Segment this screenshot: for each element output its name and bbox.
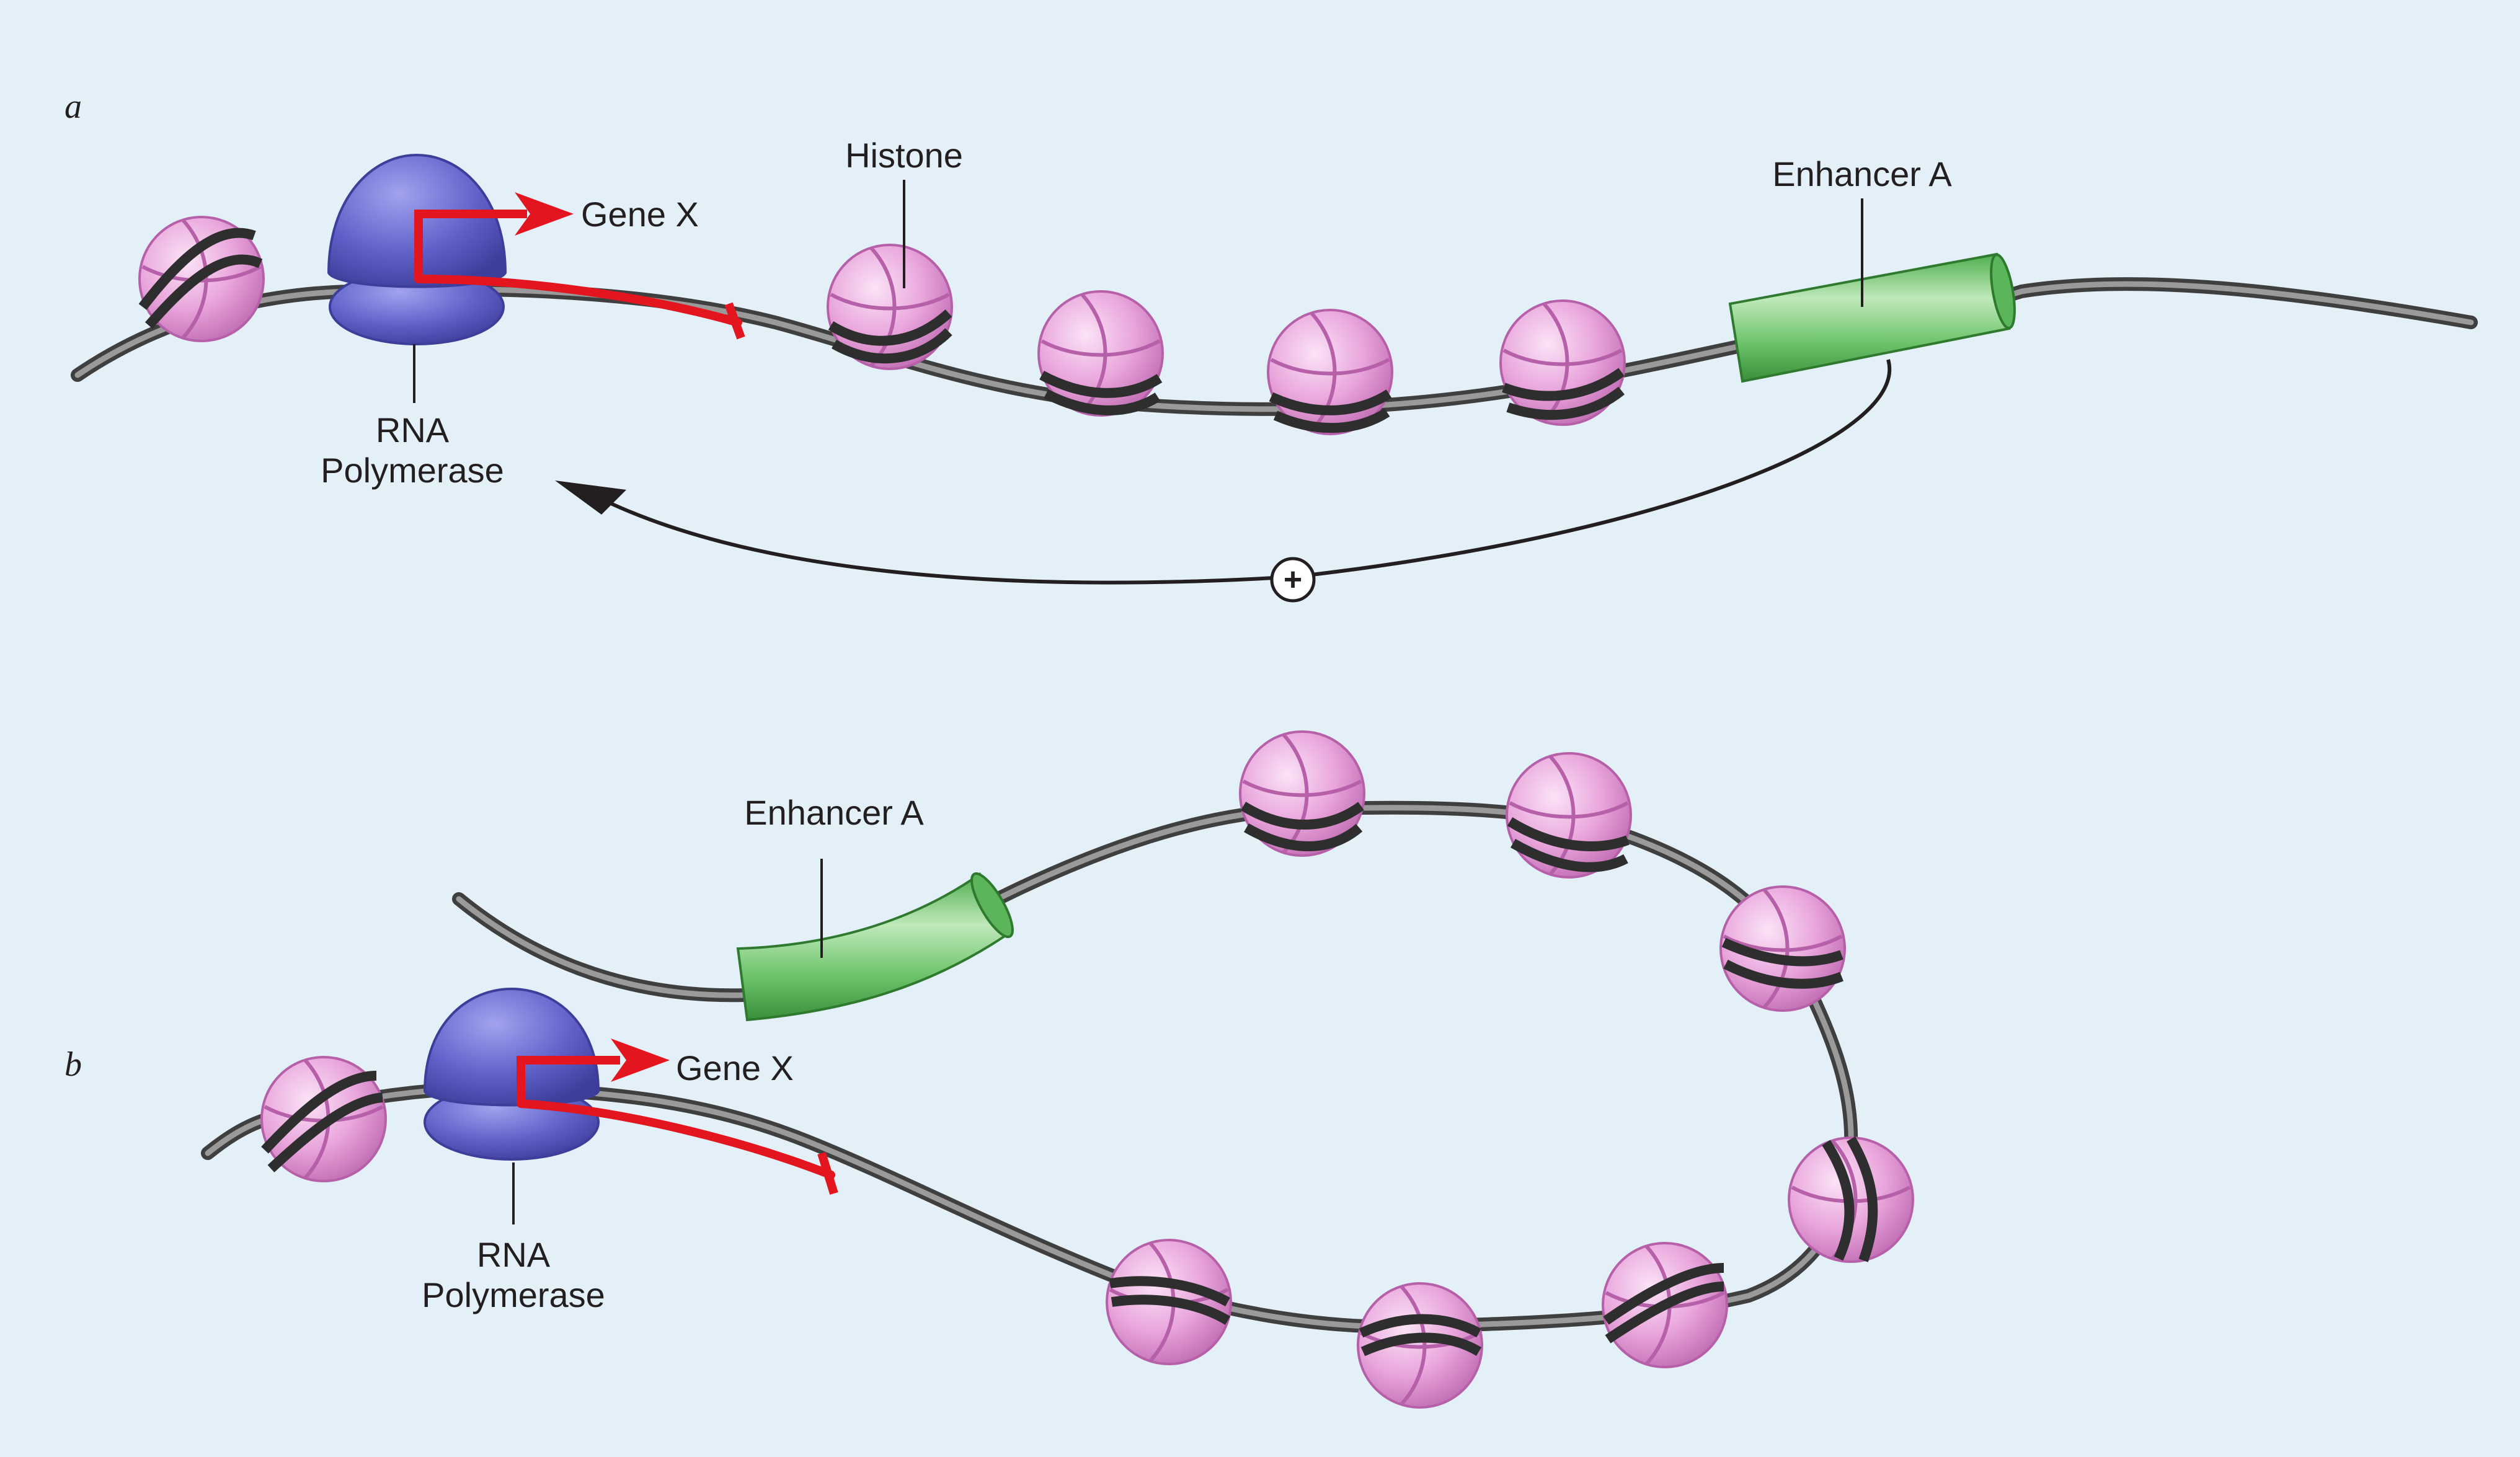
panel-b-histone-8	[260, 1056, 387, 1182]
panel-a-histone-label: Histone	[845, 136, 963, 175]
panel-a-plus-circle-icon	[1270, 557, 1316, 603]
panel-a: a	[64, 87, 2478, 603]
panel-b-histone-1	[1239, 730, 1365, 857]
panel-b-polymerase-label-line1: RNA	[477, 1235, 551, 1274]
panel-a-histone-5	[1499, 299, 1626, 426]
panel-b-gene-transcript	[517, 1038, 838, 1195]
panel-a-letter: a	[64, 87, 82, 126]
panel-a-enhancer	[1728, 252, 2016, 383]
panel-b-histone-3	[1719, 885, 1846, 1012]
panel-a-polymerase-label-line2: Polymerase	[321, 451, 504, 490]
panel-a-gene-label: Gene X	[581, 195, 699, 234]
panel-b-histone-5	[1602, 1242, 1728, 1368]
panel-b-enhancer-label: Enhancer A	[744, 793, 924, 832]
panel-b-gene-arrow-icon	[611, 1038, 670, 1082]
panel-a-gene-arrow-icon	[515, 192, 574, 236]
panel-a-activation-arrowhead-icon	[555, 480, 626, 515]
panel-a-histone-4	[1267, 309, 1393, 435]
panel-b-enhancer	[736, 872, 1014, 1022]
panel-a-histone-2	[827, 244, 953, 370]
panel-a-histone-3	[1037, 290, 1164, 417]
panel-a-polymerase-label-line1: RNA	[376, 410, 450, 450]
panel-a-enhancer-label: Enhancer A	[1772, 154, 1952, 193]
panel-b: b	[64, 730, 1914, 1409]
panel-a-gene-transcript	[414, 192, 745, 340]
panel-b-gene-label: Gene X	[676, 1048, 794, 1087]
panel-b-polymerase-label-line2: Polymerase	[422, 1275, 605, 1314]
panel-a-activation-arrow	[594, 359, 1892, 585]
panel-b-histone-4	[1788, 1136, 1914, 1263]
panel-b-letter: b	[64, 1045, 82, 1084]
panel-b-rna-polymerase	[423, 987, 600, 1161]
panel-a-plus-symbol: +	[1284, 562, 1302, 598]
panel-b-histone-6	[1357, 1282, 1483, 1409]
panel-a-histone-1	[138, 216, 265, 342]
panel-b-histone-2	[1506, 752, 1632, 879]
panel-b-histone-7	[1106, 1239, 1232, 1365]
